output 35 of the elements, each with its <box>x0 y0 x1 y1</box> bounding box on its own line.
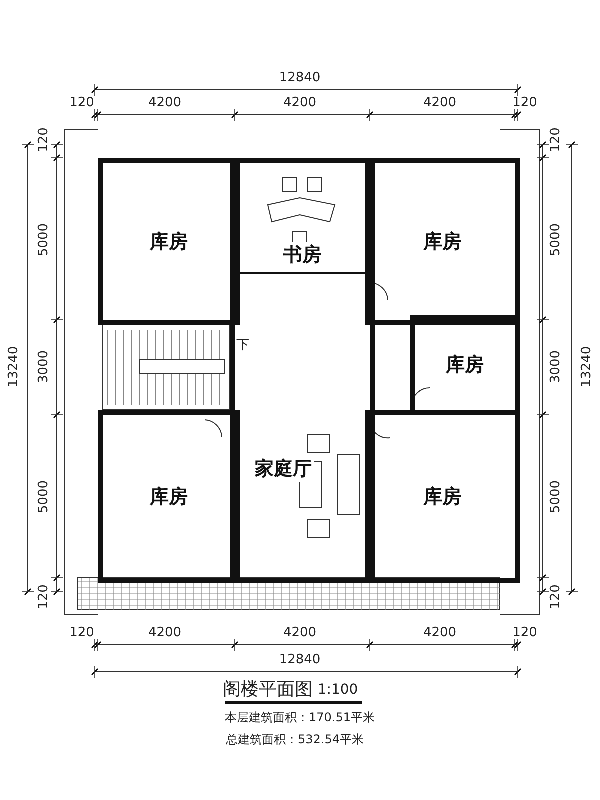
dimension-text: 13240 <box>6 346 22 388</box>
scale-text: 1:100 <box>318 682 358 698</box>
dimension-text: 12840 <box>279 652 321 668</box>
dimension-text: 13240 <box>580 346 594 388</box>
stair-direction-text: 下 <box>236 337 250 354</box>
dimension-text: 3000 <box>36 350 52 384</box>
room <box>98 158 240 325</box>
dimension-text: 4200 <box>423 96 457 110</box>
room-name: 家庭厅 <box>253 456 314 482</box>
dimension-text: 120 <box>36 584 52 610</box>
dimension-text: 5000 <box>548 480 564 514</box>
dimension-text: 5000 <box>36 223 52 257</box>
dimension-text: 5000 <box>548 223 564 257</box>
dimension-text: 4200 <box>283 626 317 640</box>
area-note: 本层建筑面积：170.51平米 <box>225 710 375 726</box>
room <box>365 410 520 583</box>
dimension-text: 3000 <box>548 350 564 384</box>
area-note: 总建筑面积：532.54平米 <box>226 732 364 748</box>
dimension-text: 4200 <box>148 626 182 640</box>
room <box>365 158 520 325</box>
dimension-text: 12840 <box>279 70 321 86</box>
dimension-text: 120 <box>512 626 538 640</box>
dimension-text: 120 <box>70 96 94 110</box>
dimension-text: 4200 <box>283 96 317 110</box>
room <box>98 410 240 583</box>
dimension-text: 4200 <box>148 96 182 110</box>
dimension-text: 120 <box>512 96 538 110</box>
plan-title: 阁楼平面图 <box>223 678 313 701</box>
dimension-text: 120 <box>36 128 52 152</box>
dimension-text: 120 <box>70 626 94 640</box>
room <box>230 158 375 274</box>
dimension-text: 120 <box>548 584 564 610</box>
dimension-text: 120 <box>548 128 564 152</box>
dimension-text: 5000 <box>36 480 52 514</box>
dimension-text: 4200 <box>423 626 457 640</box>
